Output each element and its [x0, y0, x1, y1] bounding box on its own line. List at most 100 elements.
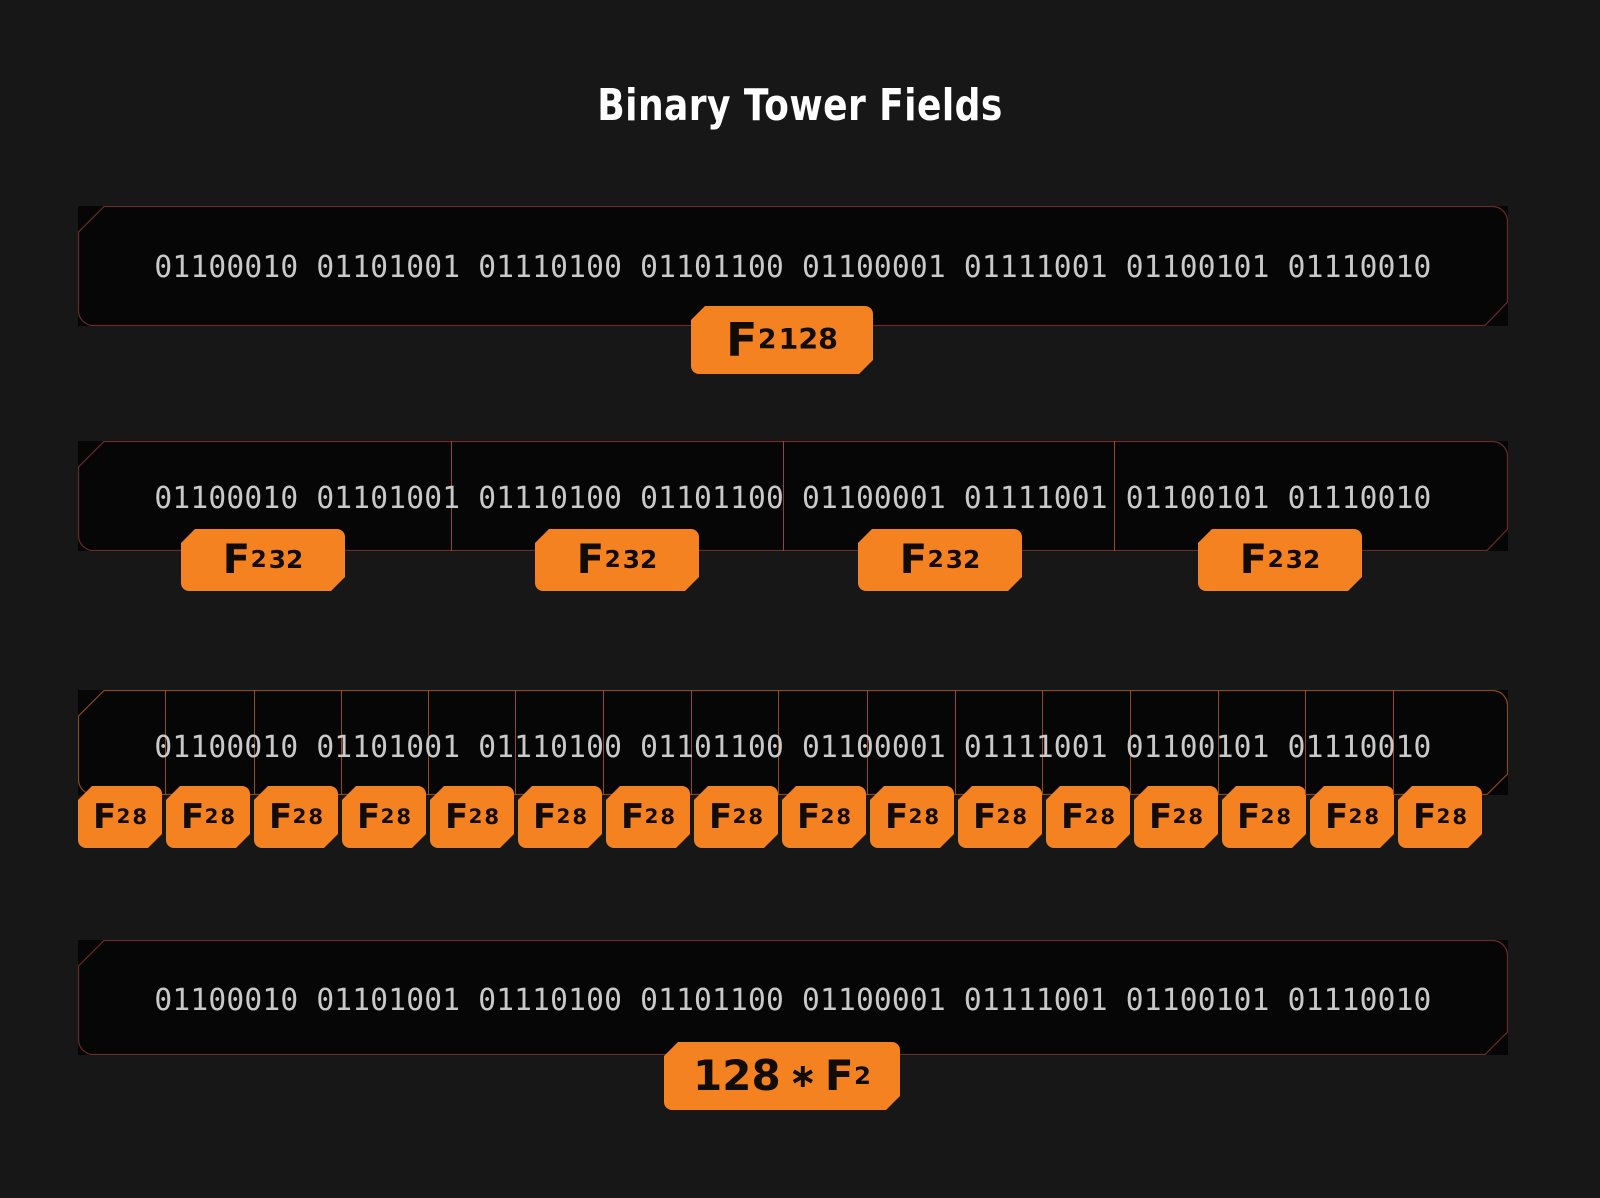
badge-base: F — [899, 537, 928, 583]
badge-base: F — [620, 797, 645, 837]
badge-base: F — [92, 797, 117, 837]
badge-sub: 2 — [1267, 546, 1284, 574]
badge-sup: 8 — [572, 804, 588, 830]
bitbox-8: 01100010 01101001 01110100 01101100 0110… — [78, 690, 1508, 795]
badge-sup: 8 — [748, 804, 764, 830]
badge-sup: 32 — [268, 544, 304, 574]
badge-sup: 8 — [484, 804, 500, 830]
badge-base: F — [268, 797, 293, 837]
badge-sup: 32 — [945, 544, 981, 574]
badge-base: F — [180, 797, 205, 837]
badge-sub: 2 — [1436, 805, 1451, 829]
row-f2-8: 01100010 01101001 01110100 01101100 0110… — [78, 690, 1508, 795]
bits-row-32: 01100010 01101001 01110100 01101100 0110… — [154, 481, 1432, 516]
multiply-icon: ∗ — [788, 1056, 817, 1096]
badge-sup-128: 128 — [778, 322, 839, 356]
badge-base: F — [1239, 537, 1268, 583]
badge-base-128: F — [725, 313, 758, 367]
badge-sup: 8 — [660, 804, 676, 830]
badge-sup: 8 — [1276, 804, 1292, 830]
badge-sup: 8 — [1012, 804, 1028, 830]
badge-sup: 8 — [1452, 804, 1468, 830]
bits-row-f2: 01100010 01101001 01110100 01101100 0110… — [154, 983, 1432, 1018]
badge-base: F — [972, 797, 997, 837]
badge-sup: 8 — [836, 804, 852, 830]
badge-base: F — [796, 797, 821, 837]
row-f2-32: 01100010 01101001 01110100 01101100 0110… — [78, 441, 1508, 551]
badge-base: F — [356, 797, 381, 837]
badge-base: F — [532, 797, 557, 837]
bitbox-f2: 01100010 01101001 01110100 01101100 0110… — [78, 940, 1508, 1055]
badge-sub: 2 — [1348, 805, 1363, 829]
badge-base: F — [444, 797, 469, 837]
badge-sub: 2 — [927, 546, 944, 574]
badge-sub: 2 — [854, 1060, 871, 1090]
row-128-f2: 01100010 01101001 01110100 01101100 0110… — [78, 940, 1508, 1055]
badge-base: F — [1324, 797, 1349, 837]
badge-base: F — [1412, 797, 1437, 837]
badge-sub: 2 — [644, 805, 659, 829]
badge-sup: 8 — [924, 804, 940, 830]
badge-sub: 2 — [1260, 805, 1275, 829]
row-f2-128: 01100010 01101001 01110100 01101100 0110… — [78, 206, 1508, 326]
badge-sup: 8 — [396, 804, 412, 830]
badge-sup: 8 — [132, 804, 148, 830]
badge-sup: 32 — [622, 544, 658, 574]
badge-sub: 2 — [996, 805, 1011, 829]
badge-base: F — [884, 797, 909, 837]
badge-sub: 2 — [204, 805, 219, 829]
bits-row-128: 01100010 01101001 01110100 01101100 0110… — [154, 250, 1432, 285]
badge-sub: 2 — [1084, 805, 1099, 829]
badge-base: F — [1148, 797, 1173, 837]
badge-sub: 2 — [1172, 805, 1187, 829]
badge-sub: 2 — [292, 805, 307, 829]
badge-base: F — [1236, 797, 1261, 837]
badge-base: F — [708, 797, 733, 837]
badge-base: F — [222, 537, 251, 583]
badge-sub: 2 — [380, 805, 395, 829]
badge-base: F — [1060, 797, 1085, 837]
badge-sup: 8 — [1364, 804, 1380, 830]
badge-sub-128: 2 — [757, 323, 777, 355]
badge-sub: 2 — [732, 805, 747, 829]
badge-sup: 32 — [1285, 544, 1321, 574]
badge-sup: 8 — [308, 804, 324, 830]
page-title: Binary Tower Fields — [597, 80, 1003, 131]
badge-sup: 8 — [220, 804, 236, 830]
badge-sup: 8 — [1100, 804, 1116, 830]
badge-count: 128 — [693, 1051, 781, 1100]
badge-sub: 2 — [820, 805, 835, 829]
badge-sub: 2 — [468, 805, 483, 829]
badge-sub: 2 — [604, 546, 621, 574]
badge-base: F — [576, 537, 605, 583]
badge-base: F — [824, 1051, 854, 1100]
badge-sub: 2 — [556, 805, 571, 829]
badge-sub: 2 — [116, 805, 131, 829]
badge-sub: 2 — [250, 546, 267, 574]
badge-sub: 2 — [908, 805, 923, 829]
bits-row-8: 01100010 01101001 01110100 01101100 0110… — [154, 730, 1432, 765]
